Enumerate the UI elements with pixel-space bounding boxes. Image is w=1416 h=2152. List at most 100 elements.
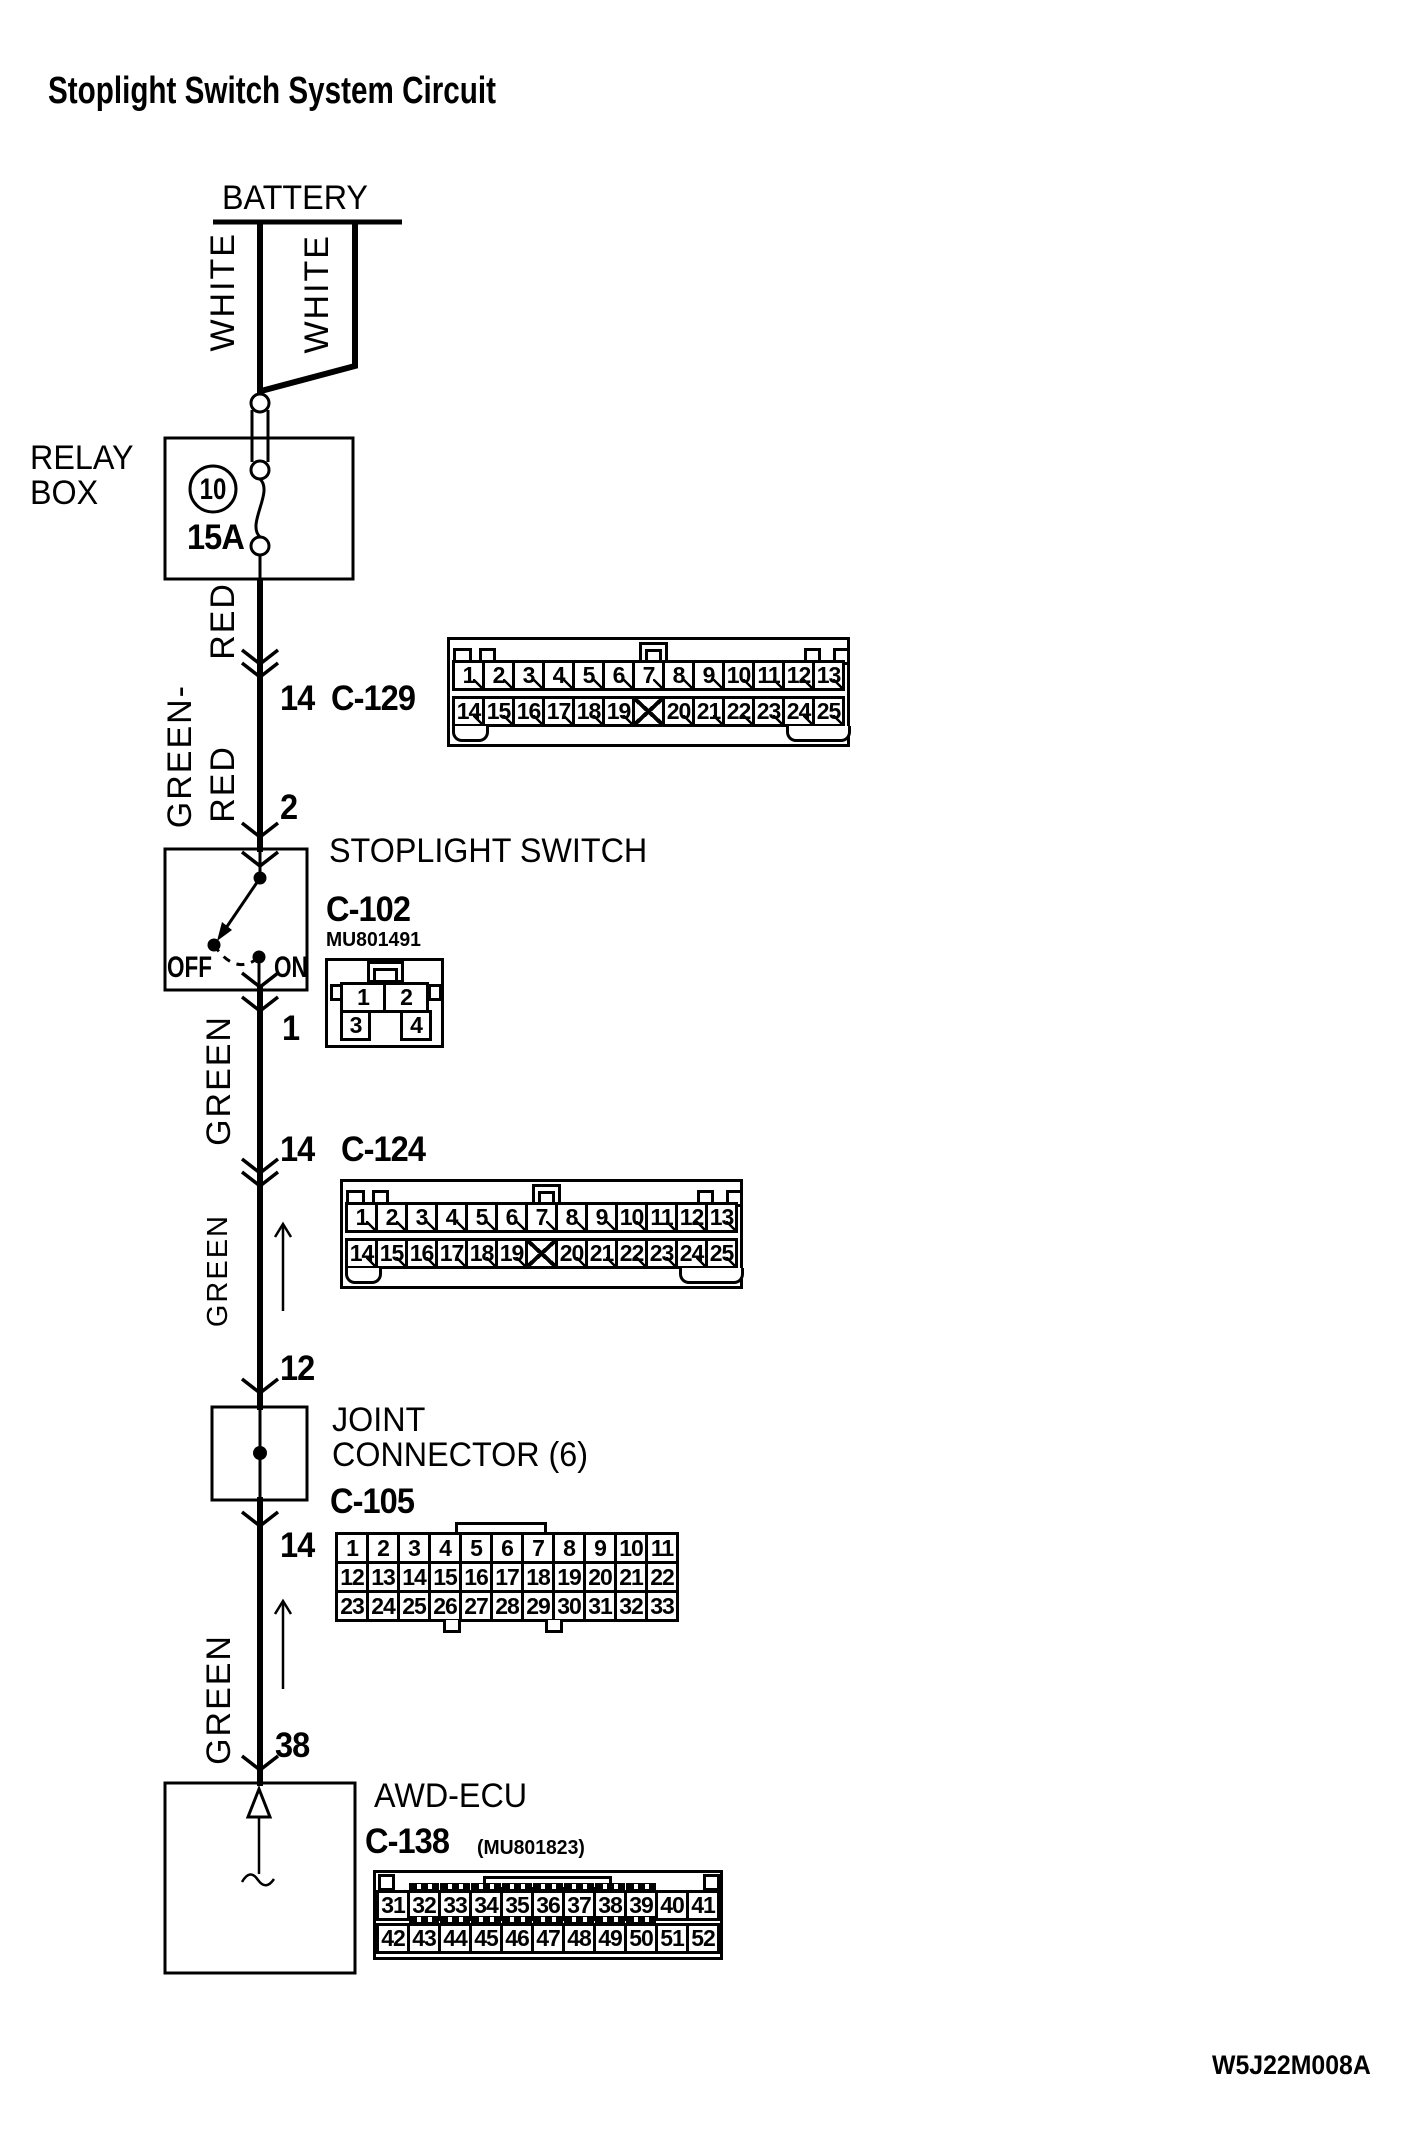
c105-connector-id: C-105	[330, 1482, 415, 1521]
pin-cell: 14	[345, 1238, 378, 1269]
battery-bus	[213, 219, 402, 394]
pin-cell: 1	[335, 1532, 369, 1564]
chevron-joint-in	[240, 1377, 280, 1396]
pin-cell: 20	[555, 1238, 588, 1269]
chevron-joint-out	[240, 1510, 280, 1529]
pin-cell: 6	[495, 1202, 528, 1233]
pin-cell: 40	[655, 1890, 689, 1921]
pin-cell: 3	[512, 660, 545, 691]
switch-on-dot	[252, 950, 266, 964]
relay-box-label-line1: RELAY	[30, 439, 134, 477]
pin-cell	[525, 1238, 558, 1269]
relay-box-label-line2: BOX	[30, 474, 99, 512]
pin-cell: 23	[645, 1238, 678, 1269]
pin-cell: 13	[812, 660, 845, 691]
pin-cell: 4	[428, 1532, 462, 1564]
pin-cell: 22	[645, 1561, 679, 1593]
pin-cell: 49	[593, 1916, 627, 1954]
switch-off-dot	[207, 938, 221, 952]
pin-cell: 9	[692, 660, 725, 691]
connector-tab	[378, 1874, 395, 1891]
c102-connector-id: C-102	[326, 890, 411, 929]
pin-cell: 12	[675, 1202, 708, 1233]
pin-cell: 2	[366, 1532, 400, 1564]
switch-on-label: ON	[274, 951, 308, 984]
pin-cell: 6	[602, 660, 635, 691]
c102-part-number: MU801491	[326, 929, 421, 951]
pin-cell: 4	[542, 660, 575, 691]
pin-cell: 24	[675, 1238, 708, 1269]
pin-cell: 13	[366, 1561, 400, 1593]
awd-ecu-label: AWD-ECU	[374, 1777, 528, 1815]
wire-color-green-dash: GREEN-	[161, 684, 199, 829]
chevron-awd-in	[240, 1754, 280, 1773]
awd-ecu-box	[163, 1781, 357, 1975]
pin-cell: 15	[428, 1561, 462, 1593]
pin-cell: 23	[752, 696, 785, 727]
pin-cell: 14	[397, 1561, 431, 1593]
pin-cell: 23	[335, 1590, 369, 1622]
connector-foot	[786, 726, 851, 742]
fuse-symbol	[249, 392, 271, 580]
pin-cell: 5	[465, 1202, 498, 1233]
pin-cell: 52	[686, 1923, 720, 1954]
joint-connector-label-line1: JOINT	[332, 1401, 426, 1439]
pin-cell: 3	[405, 1202, 438, 1233]
pin-cell: 10	[615, 1202, 648, 1233]
wire-color-white-left: WHITE	[204, 232, 242, 352]
wire-color-green-1: GREEN	[200, 1015, 238, 1146]
switch-off-label: OFF	[167, 951, 212, 984]
pin-cell: 21	[692, 696, 725, 727]
pin-cell: 17	[435, 1238, 468, 1269]
pin-cell: 50	[624, 1916, 658, 1954]
c102-pinout: 1 2 3 4	[325, 958, 444, 1048]
pin-cell: 31	[376, 1890, 410, 1921]
joint-pin-out: 14	[280, 1526, 315, 1565]
pin-cell: 51	[655, 1923, 689, 1954]
pin-cell: 7	[632, 660, 665, 691]
pin-cell: 14	[452, 696, 485, 727]
connector-foot	[679, 1268, 744, 1284]
wire-color-white-right: WHITE	[298, 234, 336, 354]
wire-color-green-3: GREEN	[200, 1634, 238, 1765]
pin-cell: 9	[583, 1532, 617, 1564]
pin-cell: 33	[645, 1590, 679, 1622]
pin-cell: 21	[585, 1238, 618, 1269]
pin-cell: 1	[452, 660, 485, 691]
pin-cell: 25	[705, 1238, 738, 1269]
pin-cell: 7	[525, 1202, 558, 1233]
connector-foot	[345, 1268, 382, 1284]
pin-cell: 20	[583, 1561, 617, 1593]
pin-cell: 25	[812, 696, 845, 727]
pin-cell: 17	[542, 696, 575, 727]
pin-cell: 30	[552, 1590, 586, 1622]
pin-cell: 16	[405, 1238, 438, 1269]
c129-connector-id: C-129	[331, 679, 416, 718]
pin-cell: 36	[531, 1883, 565, 1921]
pin-cell: 35	[500, 1883, 534, 1921]
switch-pin-out: 1	[282, 1009, 300, 1048]
pin-cell: 24	[366, 1590, 400, 1622]
pin-cell: 10	[614, 1532, 648, 1564]
pin-cell: 11	[645, 1202, 678, 1233]
pin-cell: 11	[752, 660, 785, 691]
pin-cell: 19	[552, 1561, 586, 1593]
pin-cell: 29	[521, 1590, 555, 1622]
pin-cell: 5	[459, 1532, 493, 1564]
pin-cell: 19	[602, 696, 635, 727]
direction-arrows	[273, 1221, 293, 1689]
pin-cell: 15	[482, 696, 515, 727]
joint-connector-label-line2: CONNECTOR (6)	[332, 1436, 589, 1474]
pin-cell: 20	[662, 696, 695, 727]
pin-cell: 8	[555, 1202, 588, 1233]
pin-cell: 18	[521, 1561, 555, 1593]
pin-cell: 9	[585, 1202, 618, 1233]
pin-cell: 27	[459, 1590, 493, 1622]
wire-color-red-stripe: RED	[204, 745, 242, 823]
pin-cell: 44	[438, 1916, 472, 1954]
pin-cell: 18	[572, 696, 605, 727]
